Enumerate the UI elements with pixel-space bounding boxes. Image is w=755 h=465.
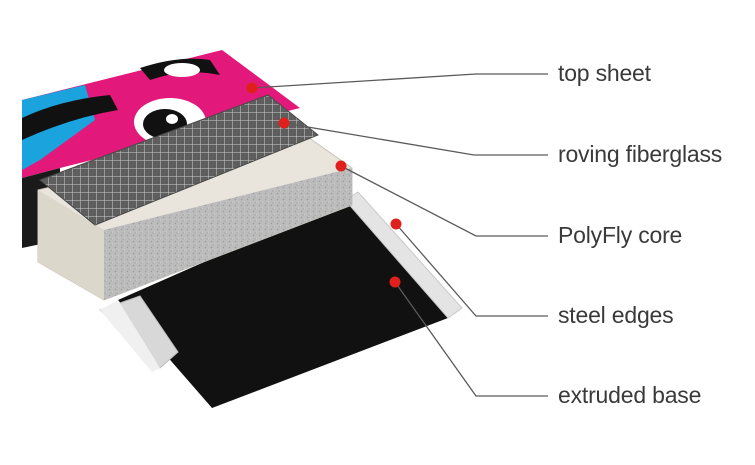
leader-line-top-sheet (251, 73, 548, 89)
label-steel-edges: steel edges (558, 302, 674, 328)
leader-line-extruded-base (394, 281, 548, 397)
leader-line-roving-fiberglass (283, 122, 548, 156)
leader-line-steel-edges (395, 223, 548, 317)
label-top-sheet: top sheet (558, 60, 651, 86)
label-roving-fiberglass: roving fiberglass (558, 141, 723, 167)
steel-edges-layer (99, 191, 463, 372)
leader-lines (251, 73, 548, 397)
label-polyfly-core: PolyFly core (558, 222, 683, 248)
layer-markers (246, 82, 402, 288)
marker-top-sheet (246, 82, 258, 94)
marker-roving-fiberglass (278, 117, 290, 129)
marker-polyfly-core (335, 160, 347, 172)
extruded-base-layer (118, 200, 448, 408)
label-extruded-base: extruded base (558, 382, 702, 408)
marker-extruded-base (389, 276, 401, 288)
marker-steel-edges (390, 218, 402, 230)
roving-fiberglass-layer (39, 94, 319, 226)
leader-line-polyfly-core (340, 165, 548, 237)
